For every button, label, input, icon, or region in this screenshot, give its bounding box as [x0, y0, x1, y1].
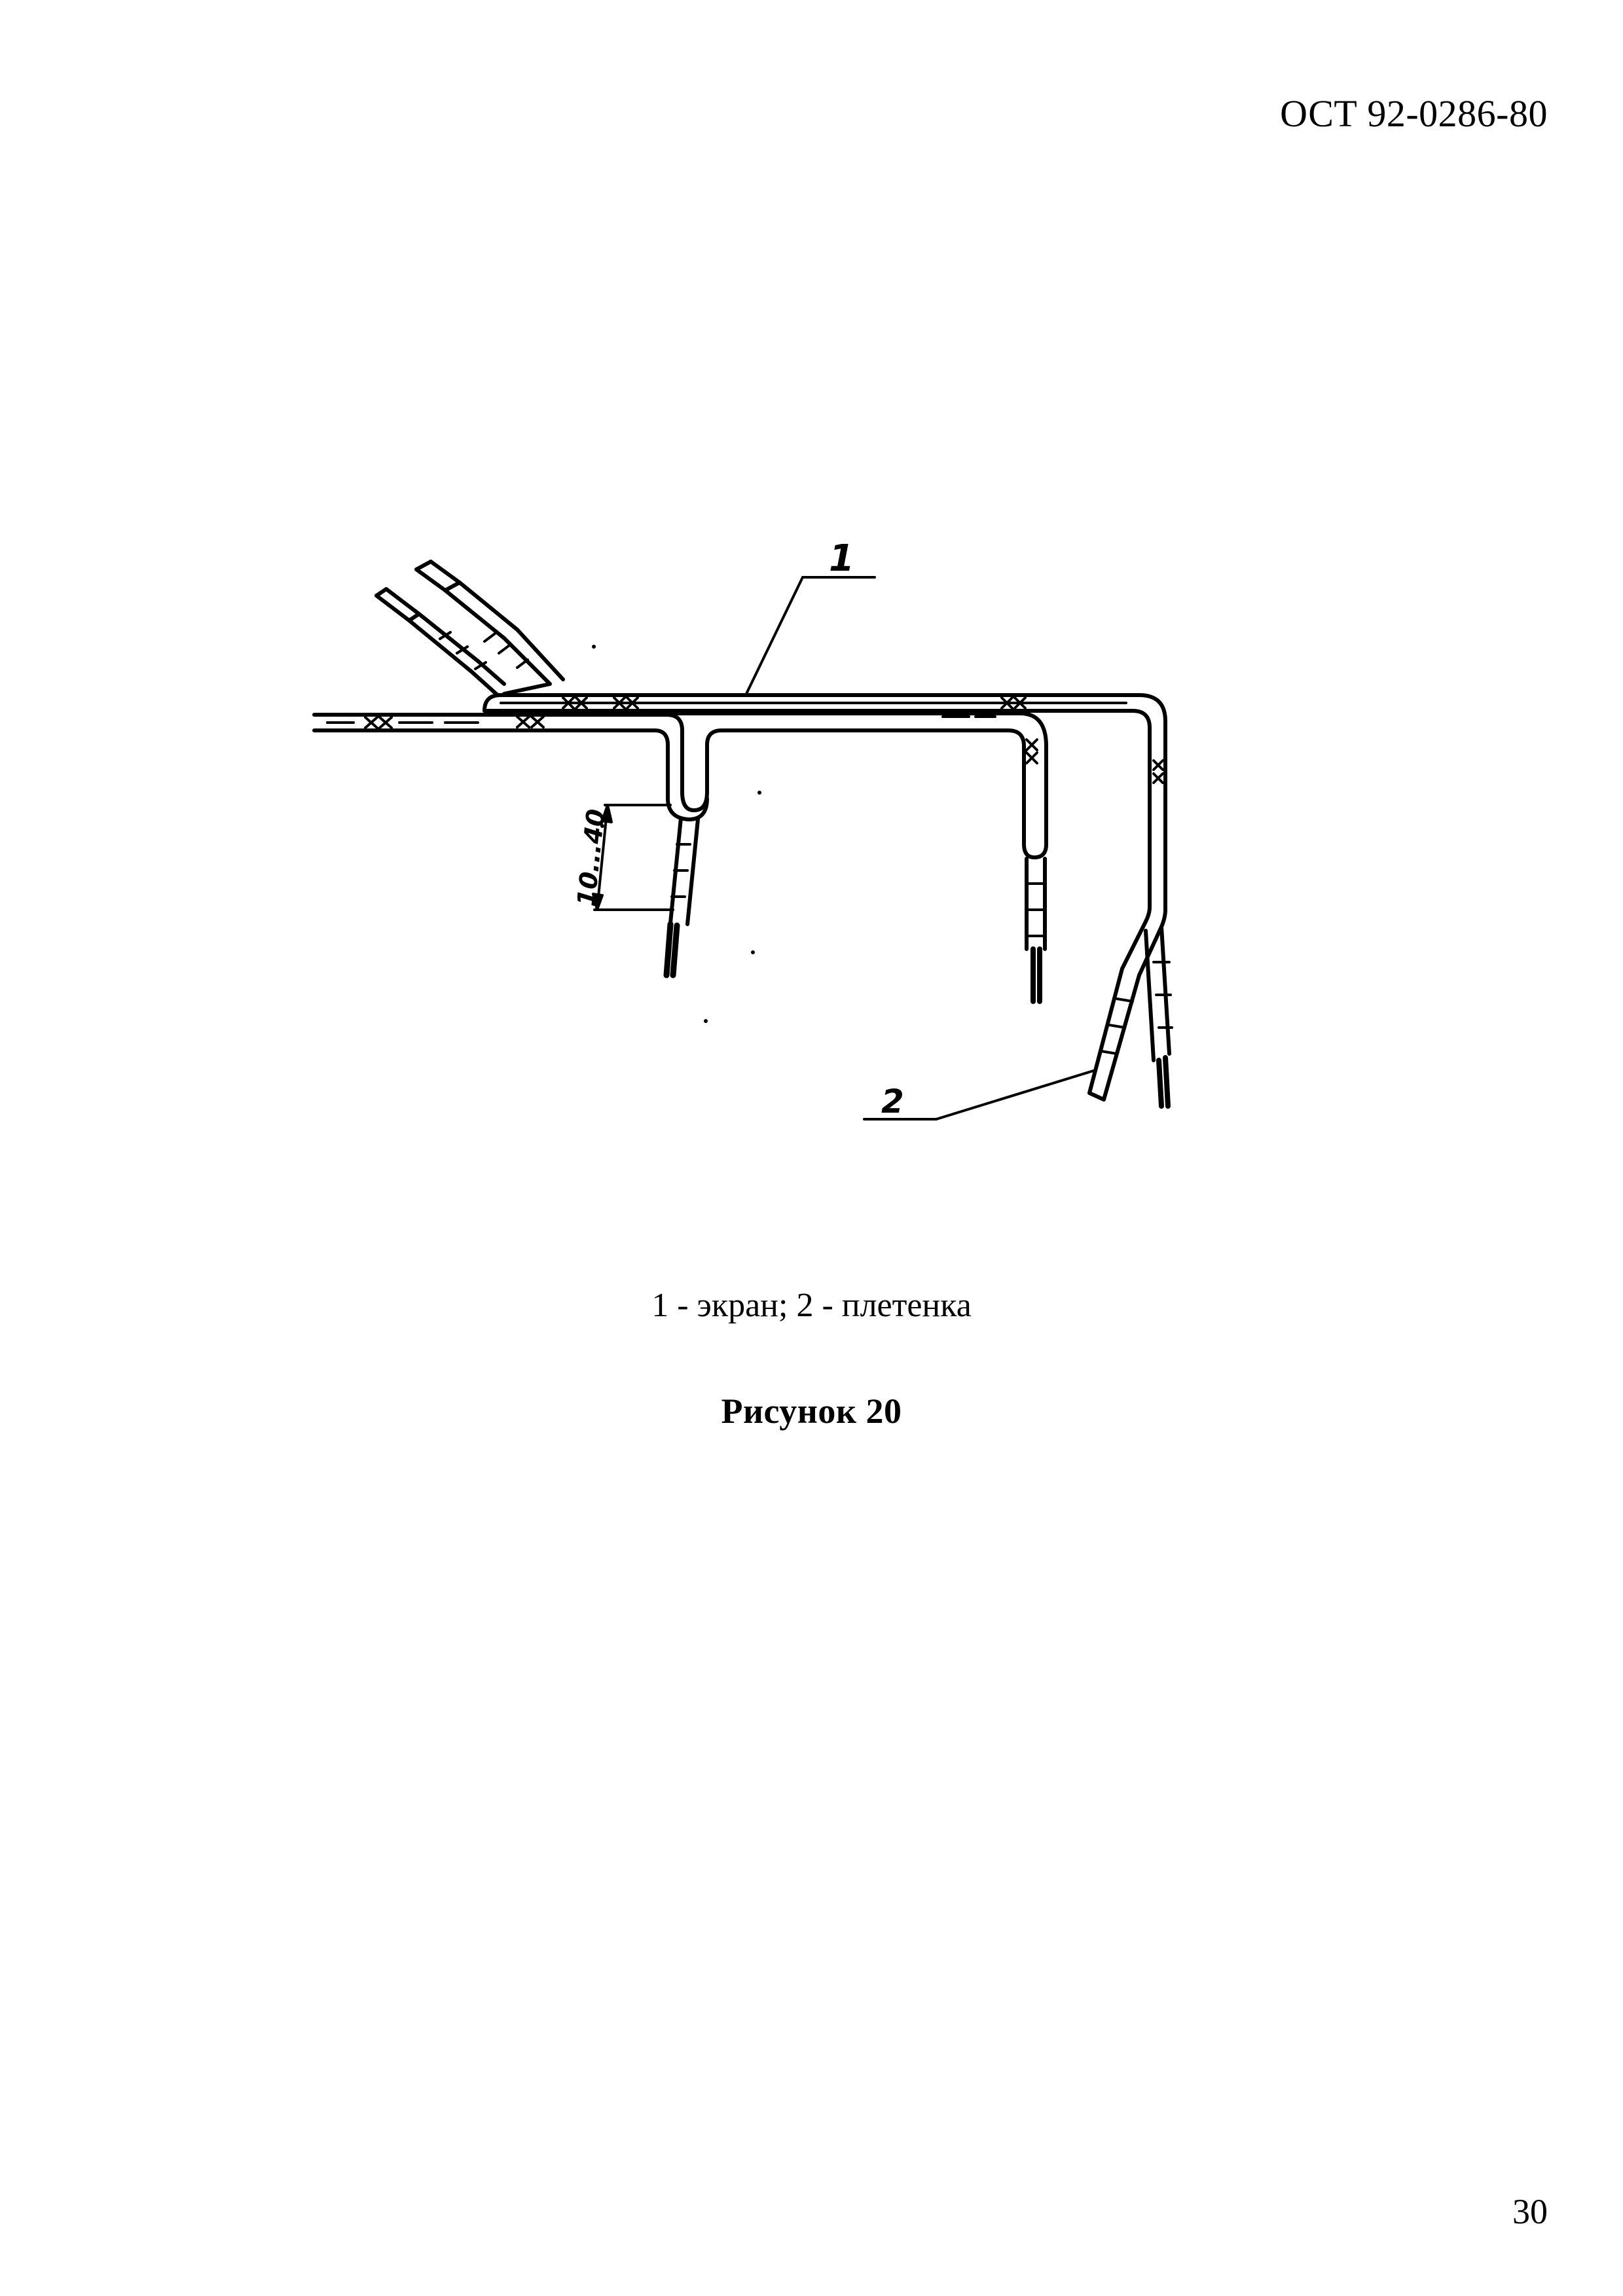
branch-left-lead [663, 816, 700, 978]
screen-upper-tube [483, 693, 1167, 977]
cable-harness-figure: 1 2 10...40 [288, 517, 1270, 1158]
callout-1-label: 1 [829, 537, 854, 580]
tube-inner-dashes [326, 715, 996, 724]
branch-right-leads [1087, 925, 1173, 1109]
wire-bundle-upper-left [374, 560, 565, 697]
braid-cross-marks [364, 696, 1164, 784]
braid-lower-tube [312, 711, 1048, 859]
dimension-10-40 [592, 804, 674, 911]
dimension-label: 10...40 [572, 808, 610, 908]
figure-legend: 1 - экран; 2 - плетенка [651, 1287, 972, 1324]
scan-specks [592, 645, 761, 1023]
branch-middle-lead [1025, 857, 1047, 1004]
page-number: 30 [1512, 2192, 1548, 2231]
callout-leaders [745, 576, 1095, 1121]
figure-caption: Рисунок 20 [721, 1391, 902, 1431]
callout-2-label: 2 [881, 1083, 904, 1121]
document-code: ОСТ 92-0286-80 [1280, 92, 1548, 135]
